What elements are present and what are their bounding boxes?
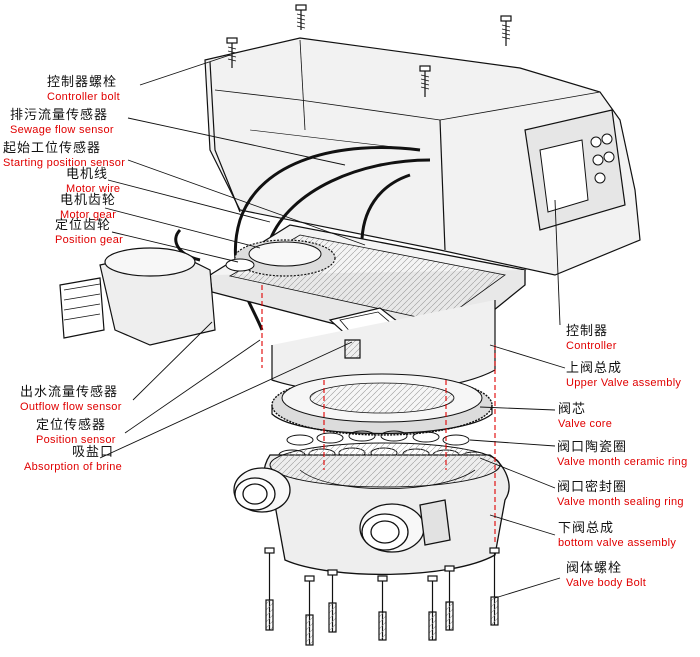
- label-en: bottom valve assembly: [558, 537, 677, 549]
- label-upper-valve: 上阀总成 Upper Valve assembly: [566, 362, 681, 389]
- label-zh: 上阀总成: [566, 361, 623, 376]
- label-en: Absorption of brine: [24, 461, 123, 473]
- valve-core-disc: [271, 373, 493, 436]
- label-en: Position sensor: [36, 434, 116, 446]
- label-en: Controller: [566, 340, 617, 352]
- label-en: Controller bolt: [47, 91, 120, 103]
- label-zh: 出水流量传感器: [20, 385, 119, 400]
- label-position-sensor: 定位传感器 Position sensor: [36, 419, 116, 446]
- label-start-sensor: 起始工位传感器 Starting position sensor: [3, 142, 125, 169]
- label-zh: 阀芯: [558, 402, 587, 417]
- label-en: Starting position sensor: [3, 157, 126, 169]
- label-en: Outflow flow sensor: [20, 401, 122, 413]
- label-body-bolt: 阀体螺栓 Valve body Bolt: [566, 562, 646, 589]
- label-zh: 吸盐口: [72, 445, 115, 460]
- label-en: Position gear: [55, 234, 124, 246]
- label-en: Valve month sealing ring: [557, 496, 684, 508]
- label-en: Motor gear: [60, 209, 117, 221]
- label-bottom-valve: 下阀总成 bottom valve assembly: [558, 522, 676, 549]
- label-motor-gear: 电机齿轮 Motor gear: [60, 194, 116, 221]
- label-sealing-ring: 阀口密封圈 Valve month sealing ring: [557, 481, 684, 508]
- outflow-sensor-housing: [59, 247, 216, 346]
- label-zh: 定位齿轮: [55, 218, 112, 233]
- label-en: Upper Valve assembly: [566, 377, 682, 389]
- label-zh: 控制器: [566, 324, 609, 339]
- label-en: Valve body Bolt: [566, 577, 647, 589]
- label-valve-core: 阀芯 Valve core: [558, 403, 612, 430]
- label-zh: 电机线: [66, 167, 109, 182]
- controller-display-panel: [524, 109, 626, 231]
- label-zh: 起始工位传感器: [3, 141, 102, 156]
- label-en: Valve core: [558, 418, 613, 430]
- leader-lines: [99, 54, 566, 599]
- label-zh: 排污流量传感器: [10, 108, 109, 123]
- label-position-gear: 定位齿轮 Position gear: [55, 219, 123, 246]
- label-zh: 下阀总成: [558, 521, 615, 536]
- controller-bolts: [226, 4, 512, 97]
- label-motor-wire: 电机线 Motor wire: [66, 168, 120, 195]
- valve-body-bolts: [264, 547, 500, 646]
- label-ceramic-ring: 阀口陶瓷圈 Valve month ceramic ring: [557, 441, 688, 468]
- label-outflow-sensor: 出水流量传感器 Outflow flow sensor: [20, 386, 122, 413]
- label-en: Sewage flow sensor: [10, 124, 114, 136]
- label-brine: 吸盐口 Absorption of brine: [24, 446, 122, 473]
- label-en: Motor wire: [66, 183, 121, 195]
- bottom-valve-body: [233, 442, 510, 576]
- label-zh: 控制器螺栓: [47, 75, 118, 90]
- label-sewage-sensor: 排污流量传感器 Sewage flow sensor: [10, 109, 114, 136]
- label-zh: 阀体螺栓: [566, 561, 623, 576]
- label-en: Valve month ceramic ring: [557, 456, 688, 468]
- label-controller-bolt: 控制器螺栓 Controller bolt: [47, 76, 120, 103]
- label-controller: 控制器 Controller: [566, 325, 617, 352]
- label-zh: 电机齿轮: [60, 193, 117, 208]
- label-zh: 阀口密封圈: [557, 480, 628, 495]
- label-zh: 定位传感器: [36, 418, 107, 433]
- controller-housing: [204, 37, 641, 276]
- label-zh: 阀口陶瓷圈: [557, 440, 628, 455]
- alignment-dashes: [261, 285, 496, 545]
